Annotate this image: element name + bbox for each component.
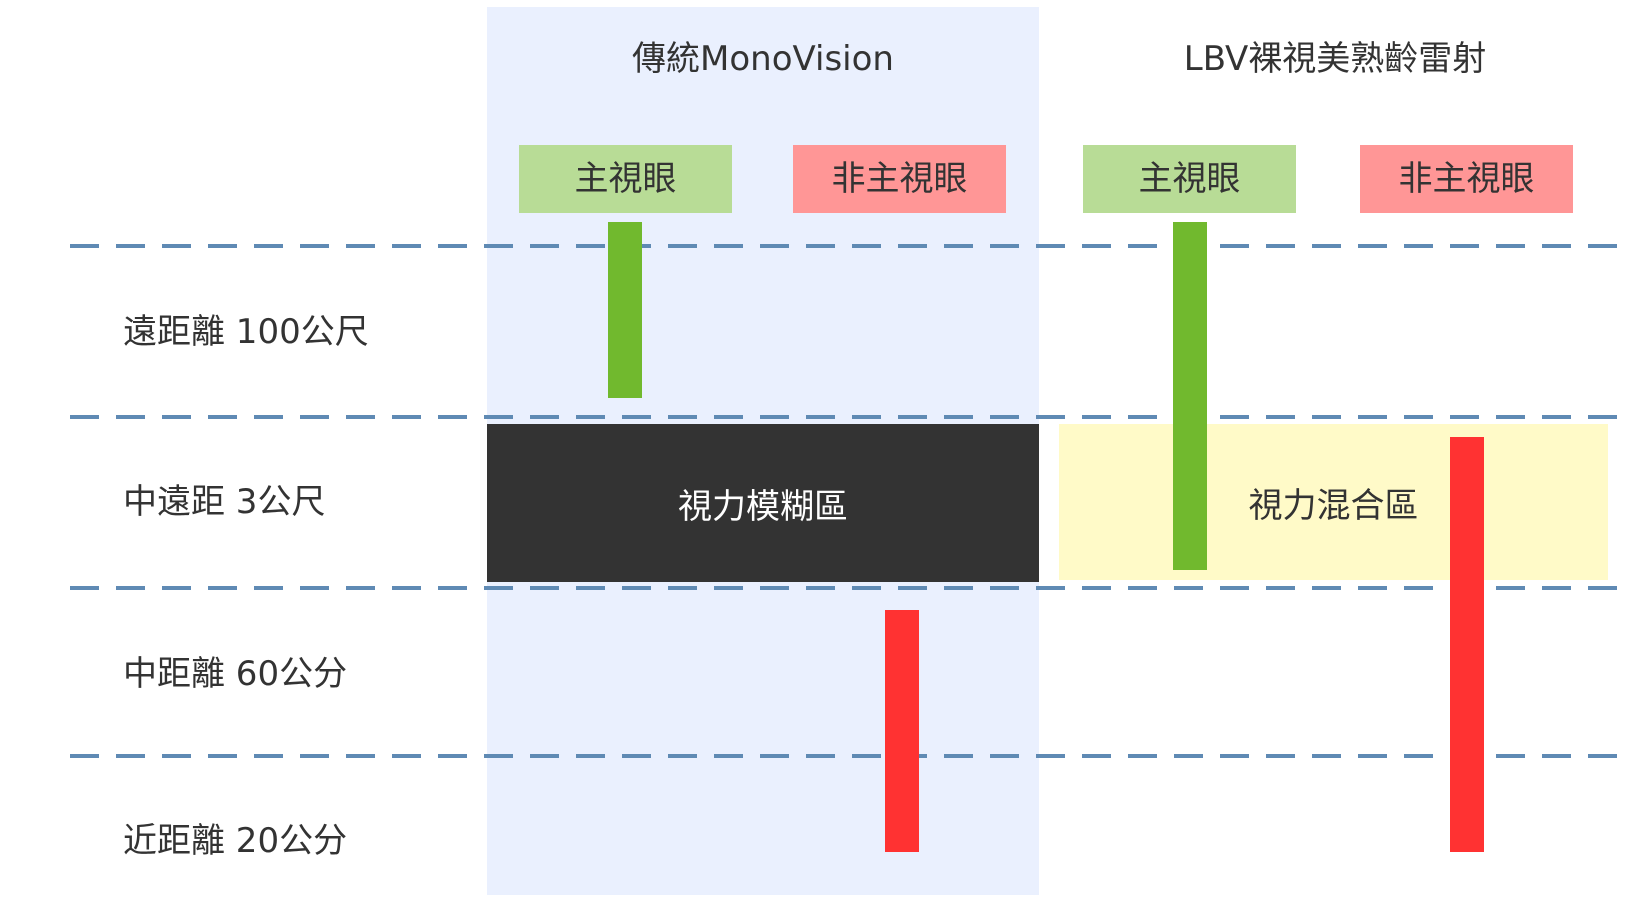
monovision-non-dominant-eye-bar — [885, 610, 919, 852]
row-label-far: 遠距離 100公尺 — [123, 312, 369, 352]
lbv-non-dominant-eye-label: 非主視眼 — [1360, 145, 1573, 213]
row-label-near: 近距離 20公分 — [123, 821, 348, 861]
monovision-non-dominant-eye-label: 非主視眼 — [793, 145, 1006, 213]
lbv-dominant-eye-bar — [1173, 222, 1207, 570]
blend-zone: 視力混合區 — [1059, 424, 1608, 580]
blend-zone-label: 視力混合區 — [1248, 485, 1419, 526]
row-label-mid: 中距離 60公分 — [123, 654, 348, 694]
column-title-lbv: LBV裸視美熟齡雷射 — [1183, 39, 1487, 79]
row-label-mid-far: 中遠距 3公尺 — [123, 482, 326, 522]
monovision-dominant-eye-bar — [608, 222, 642, 398]
lbv-non-dominant-eye-bar — [1450, 437, 1484, 852]
lbv-dominant-eye-label: 主視眼 — [1083, 145, 1296, 213]
column-title-monovision: 傳統MonoVision — [632, 39, 894, 79]
blur-zone: 視力模糊區 — [487, 424, 1039, 582]
blur-zone-label: 視力模糊區 — [678, 486, 848, 527]
monovision-dominant-eye-label: 主視眼 — [519, 145, 732, 213]
